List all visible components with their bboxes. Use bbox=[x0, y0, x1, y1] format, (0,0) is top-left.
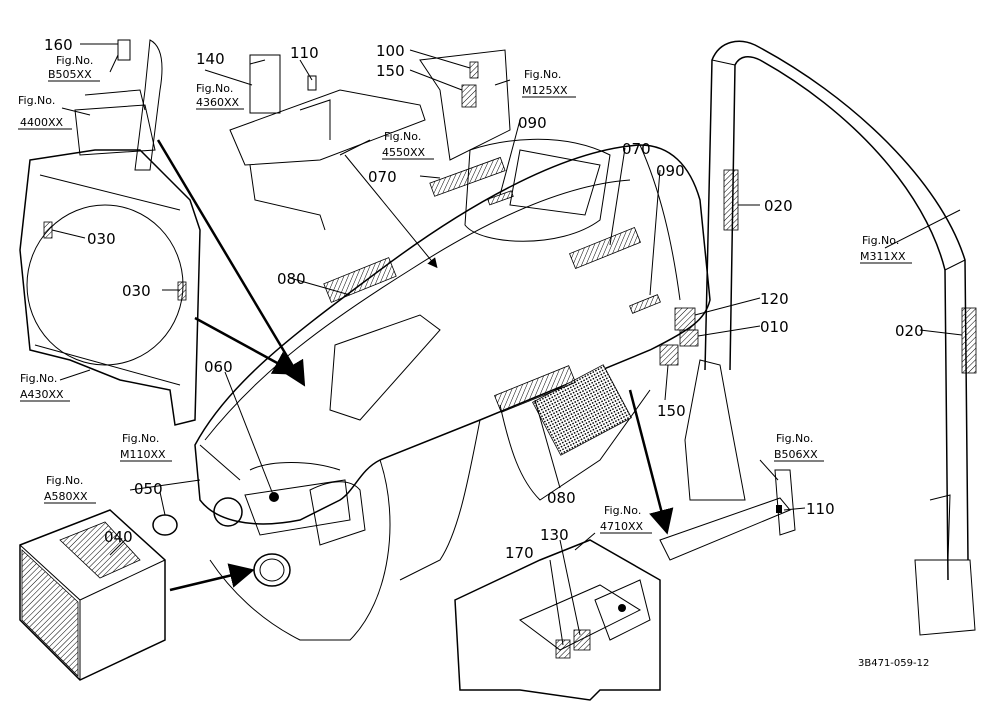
assembly-arrows bbox=[156, 139, 674, 592]
part-110a bbox=[307, 75, 317, 91]
callout-090b: 090 bbox=[656, 162, 685, 180]
callout-020b: 020 bbox=[895, 322, 924, 340]
figref-m125-label: Fig.No. bbox=[524, 68, 561, 81]
drawing-reference: 3B471-059-12 bbox=[858, 658, 929, 669]
hood bbox=[194, 138, 711, 641]
figref-4400-label: Fig.No. bbox=[18, 94, 55, 107]
callout-140: 140 bbox=[196, 50, 225, 68]
decal-070-top bbox=[429, 156, 506, 197]
decal-070-side bbox=[569, 226, 641, 270]
figref-a430-label: Fig.No. bbox=[20, 372, 57, 385]
callout-030a: 030 bbox=[87, 230, 116, 248]
callout-020a: 020 bbox=[764, 197, 793, 215]
callout-060: 060 bbox=[204, 358, 233, 376]
figref-b505: B505XX bbox=[48, 68, 92, 81]
figref-m311-label: Fig.No. bbox=[862, 234, 899, 247]
figref-b505-label: Fig.No. bbox=[56, 54, 93, 67]
figref-4550: 4550XX bbox=[382, 146, 426, 159]
decal-040 bbox=[59, 521, 141, 579]
callout-110b: 110 bbox=[806, 500, 835, 518]
callout-120: 120 bbox=[760, 290, 789, 308]
figref-m110: M110XX bbox=[120, 448, 166, 461]
callout-010: 010 bbox=[760, 318, 789, 336]
figref-4710: 4710XX bbox=[600, 520, 644, 533]
figref-4360: 4360XX bbox=[196, 96, 240, 109]
part-140 bbox=[249, 54, 281, 114]
upper-brackets bbox=[74, 39, 511, 231]
decal-150b bbox=[659, 344, 679, 366]
callout-070b: 070 bbox=[368, 168, 397, 186]
side-panel-100 bbox=[419, 49, 511, 161]
callout-040: 040 bbox=[104, 528, 133, 546]
decal-080-top bbox=[323, 257, 397, 303]
callout-160: 160 bbox=[44, 36, 73, 54]
decal-120 bbox=[674, 307, 696, 331]
decal-100 bbox=[469, 61, 479, 79]
figref-m311: M311XX bbox=[860, 250, 906, 263]
decal-030a bbox=[43, 221, 53, 239]
callout-150a: 150 bbox=[376, 62, 405, 80]
battery bbox=[19, 509, 166, 681]
figref-b506-label: Fig.No. bbox=[776, 432, 813, 445]
callout-100: 100 bbox=[376, 42, 405, 60]
figref-b506: B506XX bbox=[774, 448, 818, 461]
figref-m110-label: Fig.No. bbox=[122, 432, 159, 445]
decal-080-side bbox=[494, 365, 576, 413]
callout-030b: 030 bbox=[122, 282, 151, 300]
callout-130: 130 bbox=[540, 526, 569, 544]
part-160 bbox=[117, 39, 131, 61]
figref-4710-label: Fig.No. bbox=[604, 504, 641, 517]
callout-110a: 110 bbox=[290, 44, 319, 62]
figref-4360-label: Fig.No. bbox=[196, 82, 233, 95]
figref-a430: A430XX bbox=[20, 388, 64, 401]
callout-numbers: 160 140 110 100 150 090 070 070 090 020 … bbox=[44, 36, 924, 562]
decal-090-top bbox=[487, 190, 514, 206]
figref-a580-label: Fig.No. bbox=[46, 474, 83, 487]
headlight-upper bbox=[213, 497, 243, 527]
leader-lines bbox=[51, 43, 963, 646]
callout-090a: 090 bbox=[518, 114, 547, 132]
callout-170: 170 bbox=[505, 544, 534, 562]
callout-150b: 150 bbox=[657, 402, 686, 420]
figure-references: Fig.No. B505XX Fig.No. 4400XX Fig.No. 43… bbox=[18, 54, 912, 534]
callout-050: 050 bbox=[134, 480, 163, 498]
figref-a580: A580XX bbox=[44, 490, 88, 503]
decal-150a bbox=[461, 84, 477, 108]
control-console bbox=[454, 539, 661, 701]
decal-030b bbox=[177, 281, 187, 301]
bracket-110b bbox=[659, 497, 791, 561]
decal-020a bbox=[723, 169, 739, 231]
figref-m125: M125XX bbox=[522, 84, 568, 97]
callout-080a: 080 bbox=[277, 270, 306, 288]
decal-090-small bbox=[629, 294, 661, 314]
figref-4400: 4400XX bbox=[20, 116, 64, 129]
figref-4550-label: Fig.No. bbox=[384, 130, 421, 143]
radiator-shroud bbox=[19, 149, 201, 426]
decal-010 bbox=[679, 329, 699, 347]
lamp-050 bbox=[152, 514, 178, 536]
rops-frame bbox=[684, 40, 977, 636]
callout-070a: 070 bbox=[622, 140, 651, 158]
callout-080b: 080 bbox=[547, 489, 576, 507]
decal-020b bbox=[961, 307, 977, 374]
decal-130 bbox=[573, 629, 591, 651]
decal-170 bbox=[555, 639, 571, 659]
